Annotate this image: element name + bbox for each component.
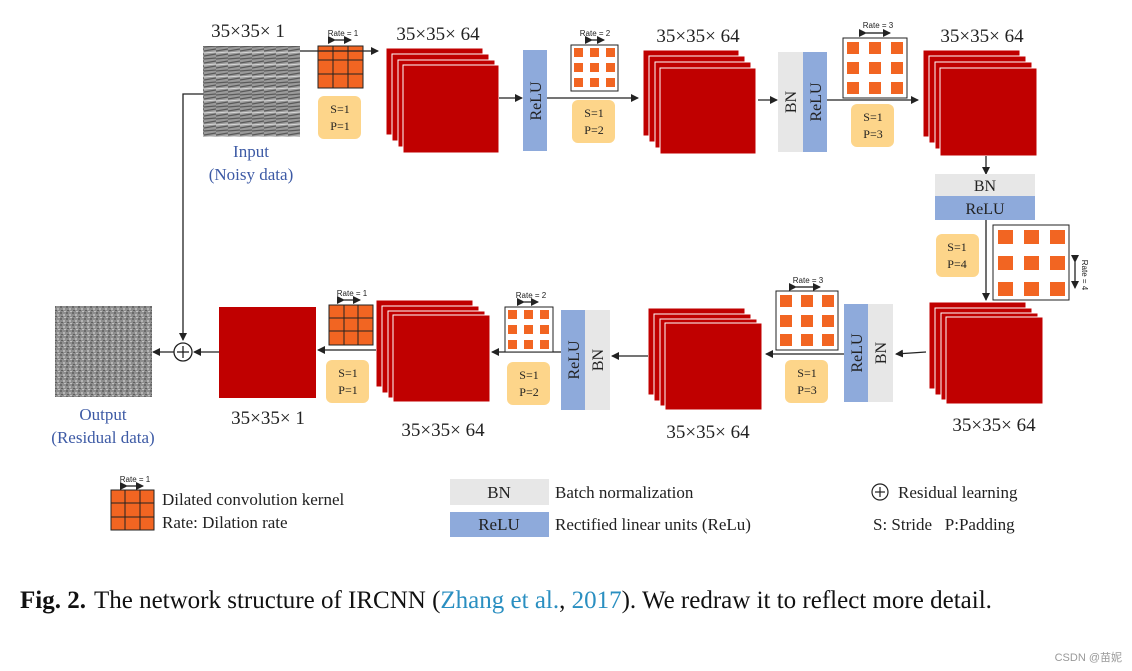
bn-block-2: BN — [778, 52, 803, 152]
residual-add-icon — [173, 342, 193, 362]
bn-label: BN — [974, 178, 997, 195]
legend-rate-text: Rate: Dilation rate — [162, 513, 288, 532]
padding-label: P=2 — [584, 123, 603, 137]
ircnn-diagram: 35×35× 1 Input (Noisy data) Rate = 1 S=1… — [51, 21, 1089, 537]
legend-bn-swatch — [450, 479, 549, 505]
bn-label: BN — [783, 90, 800, 113]
stride-padding-box-5: S=1 P=3 — [785, 360, 828, 403]
figure-number: Fig. 2. — [20, 587, 86, 614]
kernel-rate-1-top: Rate = 1 — [317, 29, 364, 89]
relu-label: ReLU — [849, 333, 866, 373]
stride-padding-box-6: S=1 P=2 — [507, 362, 550, 405]
stride-label: S=1 — [797, 366, 816, 380]
relu-block-5: ReLU — [561, 310, 585, 410]
feature-map-4-dims: 35×35× 64 — [952, 415, 1036, 436]
feature-map-stack-4 — [928, 301, 1044, 405]
stride-padding-box-2: S=1 P=2 — [572, 100, 615, 143]
legend-kernel-rate: Rate = 1 — [120, 475, 151, 484]
legend-residual-desc: Residual learning — [898, 483, 1018, 502]
output-feature-map-dims: 35×35× 1 — [231, 408, 305, 429]
stride-label: S=1 — [519, 368, 538, 382]
legend-residual-icon — [871, 483, 889, 501]
relu-block-1: ReLU — [523, 50, 547, 151]
feature-map-3-dims: 35×35× 64 — [940, 26, 1024, 47]
stride-label: S=1 — [947, 240, 966, 254]
legend-relu-desc: Rectified linear units (ReLu) — [555, 515, 751, 534]
kernel-rate-2-bottom: Rate = 2 — [504, 291, 554, 353]
kernel-rate-label: Rate = 1 — [328, 29, 359, 38]
relu-label: ReLU — [965, 201, 1005, 218]
output-residual-image — [55, 306, 152, 397]
kernel-rate-3-top: Rate = 3 — [842, 21, 908, 99]
stride-label: S=1 — [338, 366, 357, 380]
caption-text-pre: The network structure of IRCNN ( — [93, 587, 441, 614]
kernel-rate-label: Rate = 3 — [863, 21, 894, 30]
kernel-rate-1-bottom: Rate = 1 — [328, 289, 374, 346]
padding-label: P=3 — [863, 127, 882, 141]
caption-reference-author[interactable]: Zhang et al. — [440, 587, 560, 614]
legend-bn-desc: Batch normalization — [555, 483, 694, 502]
stride-padding-box-4: S=1 P=4 — [936, 234, 979, 277]
caption-text-post: ). We redraw it to reflect more detail. — [621, 587, 992, 614]
input-dims: 35×35× 1 — [211, 21, 285, 42]
kernel-rate-label: Rate = 1 — [337, 289, 368, 298]
feature-map-1-dims: 35×35× 64 — [396, 24, 480, 45]
caption-reference-year[interactable]: 2017 — [571, 587, 622, 614]
feature-map-6-dims: 35×35× 64 — [401, 420, 485, 441]
figure-caption: Fig. 2. The network structure of IRCNN (Z… — [20, 583, 1115, 619]
legend-relu-swatch — [450, 512, 549, 537]
bn-label: BN — [873, 341, 890, 364]
stride-label: S=1 — [330, 102, 349, 116]
stride-padding-box-7: S=1 P=1 — [326, 360, 369, 403]
input-subtitle: (Noisy data) — [209, 165, 294, 184]
feature-map-5-dims: 35×35× 64 — [666, 422, 750, 443]
relu-label: ReLU — [808, 82, 825, 122]
stride-label: S=1 — [584, 106, 603, 120]
feature-map-stack-1 — [385, 47, 500, 154]
stride-padding-box-3: S=1 P=3 — [851, 104, 894, 147]
legend: Rate = 1 Dilated convolution kernel Rate… — [110, 475, 1018, 537]
bn-block-3: BN — [935, 174, 1035, 196]
feature-map-stack-3 — [922, 49, 1038, 157]
legend-kernel-icon: Rate = 1 — [110, 475, 155, 531]
feature-map-stack-2 — [642, 49, 757, 155]
kernel-rate-2-top: Rate = 2 — [570, 29, 619, 92]
padding-label: P=3 — [797, 383, 816, 397]
input-noisy-image — [203, 46, 300, 137]
input-title: Input — [233, 142, 269, 161]
kernel-rate-label: Rate = 4 — [1080, 260, 1089, 291]
bn-block-5: BN — [585, 310, 610, 410]
kernel-rate-label: Rate = 2 — [516, 291, 547, 300]
relu-label: ReLU — [528, 81, 545, 121]
legend-stride-padding: S: Stride P:Padding — [873, 515, 1015, 534]
watermark: CSDN @苗妮 — [1054, 652, 1122, 664]
output-title: Output — [79, 405, 127, 424]
kernel-rate-4: Rate = 4 — [992, 224, 1089, 301]
relu-label: ReLU — [566, 340, 583, 380]
caption-text-mid: , — [559, 587, 572, 614]
kernel-rate-label: Rate = 2 — [580, 29, 611, 38]
legend-kernel-text: Dilated convolution kernel — [162, 490, 345, 509]
feature-map-stack-6 — [375, 299, 491, 403]
kernel-rate-3-bottom: Rate = 3 — [775, 276, 839, 351]
skip-connection — [179, 93, 203, 341]
relu-block-2: ReLU — [803, 52, 827, 152]
output-subtitle: (Residual data) — [51, 428, 154, 447]
legend-relu-box-label: ReLU — [478, 515, 520, 534]
feature-map-stack-5 — [647, 307, 763, 411]
padding-label: P=1 — [330, 119, 349, 133]
relu-block-4: ReLU — [844, 304, 868, 402]
bn-label: BN — [590, 348, 607, 371]
kernel-rate-label: Rate = 3 — [793, 276, 824, 285]
legend-bn-box-label: BN — [487, 483, 511, 502]
bn-block-4: BN — [868, 304, 893, 402]
padding-label: P=2 — [519, 385, 538, 399]
output-feature-map — [219, 307, 316, 398]
stride-padding-box-1: S=1 P=1 — [318, 96, 361, 139]
relu-block-3: ReLU — [935, 196, 1035, 220]
stride-label: S=1 — [863, 110, 882, 124]
padding-label: P=1 — [338, 383, 357, 397]
padding-label: P=4 — [947, 257, 966, 271]
feature-map-2-dims: 35×35× 64 — [656, 26, 740, 47]
